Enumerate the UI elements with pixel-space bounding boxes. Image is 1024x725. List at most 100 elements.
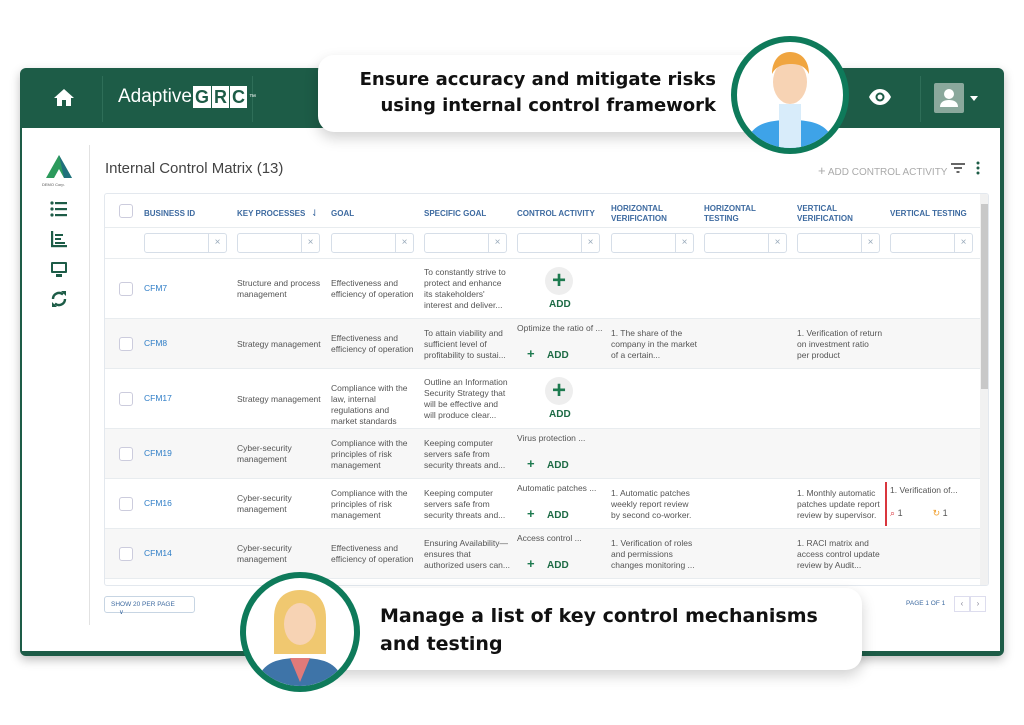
key-process-cell: Cyber-security management xyxy=(237,493,292,514)
column-filter-input[interactable]: × xyxy=(611,233,694,253)
add-control-activity-button[interactable]: + ADD CONTROL ACTIVITY xyxy=(818,163,948,178)
horizontal-verification-cell[interactable]: 1. Automatic patches weekly report revie… xyxy=(611,487,692,520)
business-id-link[interactable]: CFM8 xyxy=(144,338,168,348)
action-icon[interactable]: ↻ xyxy=(932,508,941,518)
business-id-link[interactable]: CFM14 xyxy=(144,548,172,558)
specific-goal-cell: Keeping computer servers safe from secur… xyxy=(424,487,506,520)
per-page-select[interactable]: SHOW 20 PER PAGE ∨ xyxy=(104,596,195,616)
horizontal-verification-cell[interactable]: 1. The share of the company in the marke… xyxy=(611,327,697,360)
column-header[interactable]: HORIZONTAL VERIFICATION xyxy=(611,204,667,223)
sidebar: DEMO Corp. xyxy=(22,145,90,625)
column-filter-input[interactable]: × xyxy=(704,233,787,253)
column-header[interactable]: BUSINESS ID xyxy=(144,209,196,218)
column-filter-input[interactable]: × xyxy=(890,233,973,253)
company-name: DEMO Corp. xyxy=(42,182,65,187)
key-process-cell: Cyber-security management xyxy=(237,443,292,464)
specific-goal-cell: Ensuring Availability—ensures that autho… xyxy=(424,537,510,570)
column-filter-input[interactable]: × xyxy=(331,233,414,253)
male-avatar xyxy=(731,36,849,154)
monitor-icon[interactable] xyxy=(50,260,68,278)
row-checkbox[interactable] xyxy=(119,337,133,351)
add-label[interactable]: ADD xyxy=(549,299,571,310)
plus-icon: + xyxy=(527,556,535,571)
specific-goal-cell: To constantly strive to protect and enha… xyxy=(424,267,506,310)
add-control-activity-button[interactable]: + ADD xyxy=(527,455,569,473)
clear-icon[interactable]: × xyxy=(861,234,879,252)
finding-icon[interactable]: ⌕ xyxy=(890,508,896,518)
column-filter-input[interactable]: × xyxy=(237,233,320,253)
column-header[interactable]: SPECIFIC GOAL xyxy=(424,209,487,218)
filter-icon[interactable] xyxy=(951,162,965,174)
clear-icon[interactable]: × xyxy=(675,234,693,252)
chart-icon[interactable] xyxy=(50,230,68,248)
home-icon[interactable] xyxy=(52,86,76,110)
column-header[interactable]: VERTICAL VERIFICATION xyxy=(797,204,853,223)
business-id-link[interactable]: CFM17 xyxy=(144,393,172,403)
row-checkbox[interactable] xyxy=(119,547,133,561)
scrollbar[interactable] xyxy=(980,194,988,585)
user-avatar[interactable] xyxy=(934,83,964,113)
chevron-down-icon[interactable] xyxy=(970,96,978,105)
column-filter-input[interactable]: × xyxy=(797,233,880,253)
row-checkbox[interactable] xyxy=(119,497,133,511)
business-id-link[interactable]: CFM16 xyxy=(144,498,172,508)
more-icon[interactable] xyxy=(975,161,981,175)
eye-icon[interactable] xyxy=(868,87,892,107)
clear-icon[interactable]: × xyxy=(768,234,786,252)
refresh-icon[interactable] xyxy=(50,290,68,308)
add-control-activity-button[interactable]: + ADD xyxy=(527,345,569,363)
sort-icon[interactable]: ⇃ xyxy=(311,208,319,218)
add-control-activity-button[interactable]: + ADD xyxy=(527,555,569,573)
vertical-verification-cell[interactable]: 1. Monthly automatic patches update repo… xyxy=(797,487,880,520)
business-id-link[interactable]: CFM7 xyxy=(144,283,168,293)
clear-icon[interactable]: × xyxy=(954,234,972,252)
clear-icon[interactable]: × xyxy=(581,234,599,252)
column-filter-input[interactable]: × xyxy=(144,233,227,253)
prev-page-button[interactable]: ‹ xyxy=(954,596,970,612)
key-process-cell: Strategy management xyxy=(237,338,321,349)
add-label: ADD xyxy=(547,350,569,361)
control-activity-cell: Automatic patches ... xyxy=(517,483,597,493)
vertical-verification-cell[interactable]: 1. RACI matrix and access control update… xyxy=(797,537,880,570)
next-page-button[interactable]: › xyxy=(970,596,986,612)
page-indicator: PAGE 1 OF 1 xyxy=(906,600,946,607)
row-checkbox[interactable] xyxy=(119,282,133,296)
clear-icon[interactable]: × xyxy=(301,234,319,252)
column-filter-input[interactable]: × xyxy=(517,233,600,253)
control-activity-cell: Virus protection ... xyxy=(517,433,586,443)
vertical-testing-cell[interactable]: 1. Verification of... xyxy=(890,485,958,495)
business-id-link[interactable]: CFM19 xyxy=(144,448,172,458)
clear-icon[interactable]: × xyxy=(208,234,226,252)
add-button[interactable]: + xyxy=(545,377,573,405)
add-button[interactable]: + xyxy=(545,267,573,295)
row-checkbox[interactable] xyxy=(119,447,133,461)
key-process-cell: Strategy management xyxy=(237,393,321,404)
clear-icon[interactable]: × xyxy=(488,234,506,252)
add-label: ADD xyxy=(547,460,569,471)
findings-count: 1 xyxy=(897,508,903,518)
column-filter-input[interactable]: × xyxy=(424,233,507,253)
select-all-checkbox[interactable] xyxy=(119,204,133,218)
plus-icon: + xyxy=(527,506,535,521)
list-icon[interactable] xyxy=(50,200,68,218)
row-checkbox[interactable] xyxy=(119,392,133,406)
add-control-activity-button[interactable]: + ADD xyxy=(527,505,569,523)
specific-goal-cell: Keeping computer servers safe from secur… xyxy=(424,437,506,470)
column-header[interactable]: HORIZONTAL TESTING xyxy=(704,204,756,223)
horizontal-verification-cell[interactable]: 1. Verification of roles and permissions… xyxy=(611,537,695,570)
add-label[interactable]: ADD xyxy=(549,409,571,420)
column-header[interactable]: CONTROL ACTIVITY xyxy=(517,209,595,218)
column-header[interactable]: GOAL xyxy=(331,209,355,218)
column-header[interactable]: KEY PROCESSES xyxy=(237,209,306,218)
vertical-verification-cell[interactable]: 1. Verification of return on investment … xyxy=(797,327,883,360)
clear-icon[interactable]: × xyxy=(395,234,413,252)
column-header[interactable]: VERTICAL TESTING xyxy=(890,209,967,218)
